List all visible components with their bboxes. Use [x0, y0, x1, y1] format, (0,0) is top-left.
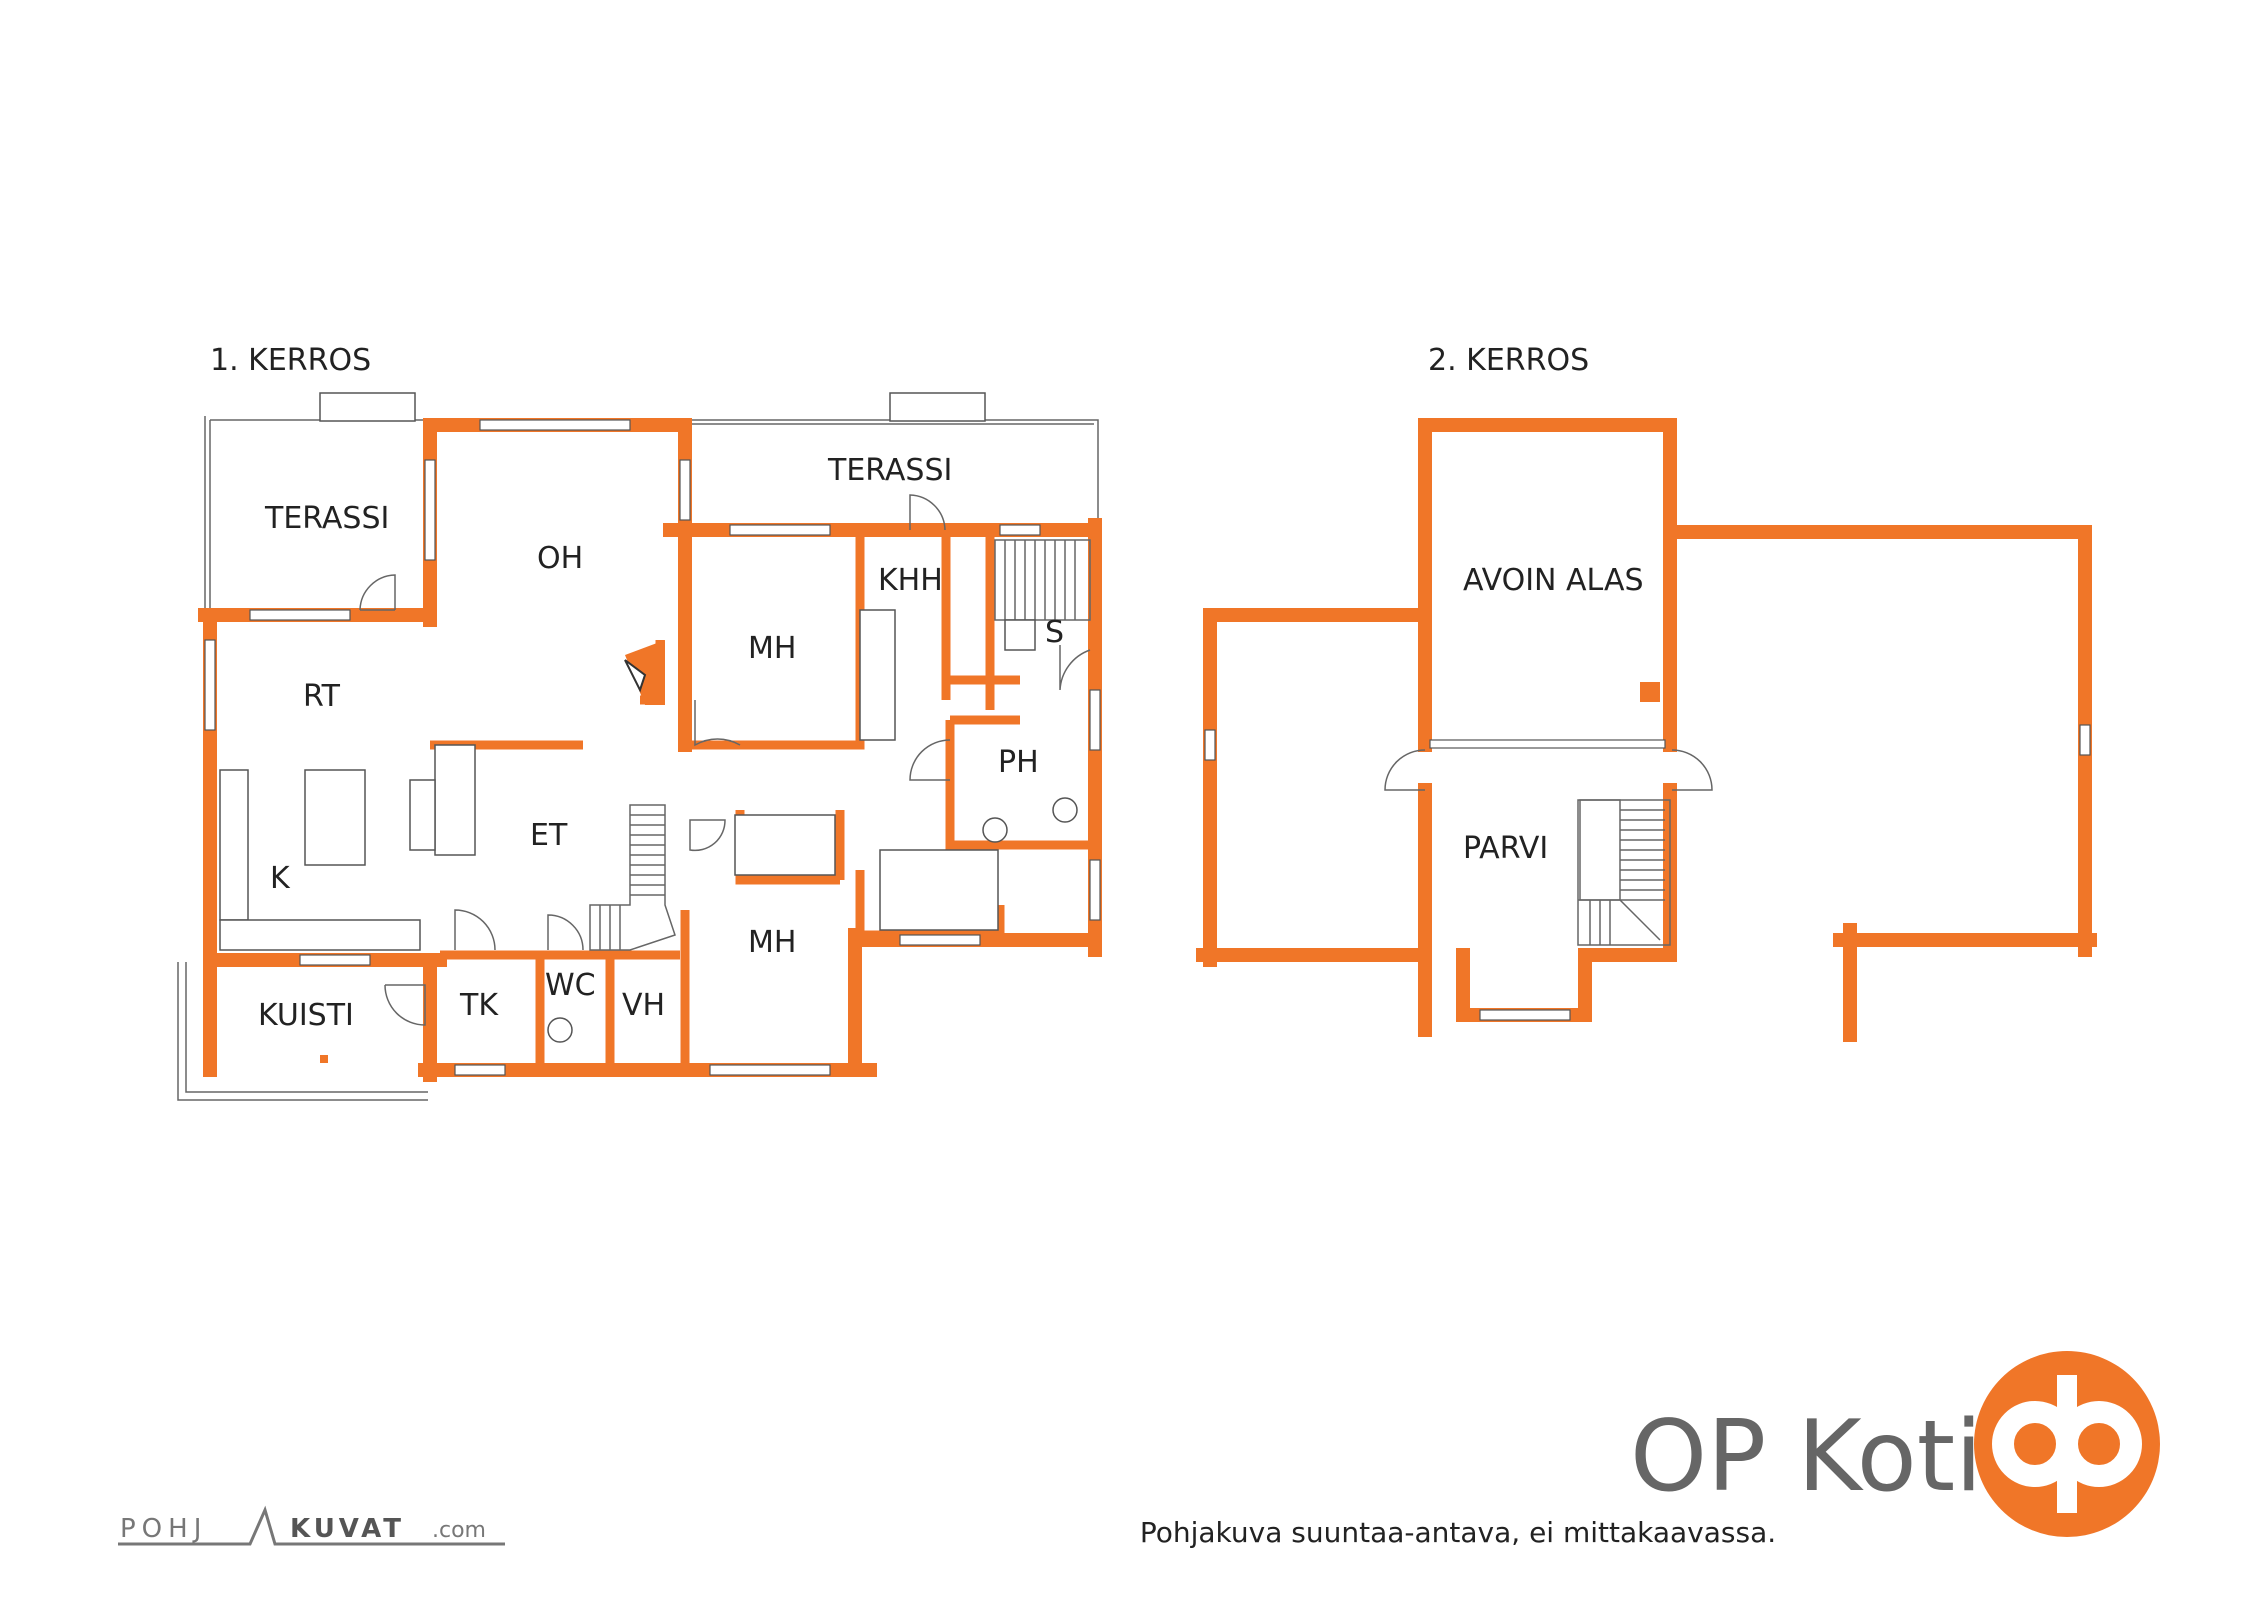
window [1089, 689, 1101, 751]
window [679, 459, 691, 521]
cabinet [409, 779, 436, 851]
window [454, 1064, 506, 1076]
room-label: TERASSI [827, 453, 952, 488]
fireplace [625, 640, 665, 705]
op-koti-logo: OP Koti [1630, 1351, 2160, 1537]
window [204, 639, 216, 731]
terrace-right-steps [889, 392, 986, 422]
window [729, 524, 831, 536]
terrace-right-outline [688, 419, 1099, 520]
door [359, 574, 396, 611]
stairs-floor-1 [589, 804, 676, 951]
cabinet [734, 814, 836, 876]
room-label: WC [545, 968, 596, 1003]
pohjakuvat-logo: POHJ KUVAT .com [118, 1505, 505, 1546]
window [1089, 859, 1101, 921]
toilet [1052, 797, 1078, 823]
railing [1429, 739, 1666, 749]
kitchen-island [304, 769, 366, 866]
room-label: PARVI [1463, 831, 1548, 866]
room-label: KUISTI [258, 998, 354, 1033]
room-label: S [1045, 615, 1064, 650]
cabinet [879, 849, 999, 931]
window [1479, 1009, 1571, 1021]
disclaimer-note: Pohjakuva suuntaa-antava, ei mittakaavas… [1140, 1516, 1776, 1549]
window [299, 954, 371, 966]
door [1671, 749, 1713, 791]
floor-1-title: 1. KERROS [210, 343, 371, 378]
wardrobe [859, 609, 896, 741]
room-label: TERASSI [264, 501, 389, 536]
room-label: ET [530, 818, 568, 853]
floor-2-title: 2. KERROS [1428, 343, 1589, 378]
kitchen-counter [219, 769, 249, 921]
window [899, 934, 981, 946]
window [1204, 729, 1216, 761]
window [2079, 724, 2091, 756]
room-label: OH [537, 541, 583, 576]
door [689, 819, 726, 852]
window [249, 609, 351, 621]
svg-text:POHJ: POHJ [120, 1514, 207, 1544]
floor-2-plan: 2. KERROS AVOIN ALAS PARVI [1196, 343, 2097, 1042]
svg-text:KUVAT: KUVAT [290, 1514, 405, 1544]
chimney [1640, 682, 1660, 702]
room-label: MH [748, 631, 796, 666]
cabinet [434, 744, 476, 856]
room-label: VH [622, 988, 665, 1023]
sauna-stove [1004, 619, 1036, 651]
door [547, 914, 584, 951]
door [909, 739, 951, 781]
window [709, 1064, 831, 1076]
stairs-khh [994, 539, 1091, 621]
room-label: KHH [878, 563, 943, 598]
sink [982, 817, 1008, 843]
brand-text: OP Koti [1630, 1400, 1982, 1514]
room-label: AVOIN ALAS [1463, 563, 1644, 598]
door [454, 909, 496, 951]
window [999, 524, 1041, 536]
svg-text:.com: .com [432, 1518, 486, 1543]
door [909, 494, 946, 531]
toilet [547, 1017, 573, 1043]
door [384, 984, 426, 1026]
room-label: K [270, 861, 291, 896]
stairs-floor-2 [1577, 799, 1671, 946]
room-label: PH [998, 745, 1039, 780]
room-label: RT [303, 679, 341, 714]
room-label: TK [459, 988, 499, 1023]
window [479, 419, 631, 431]
kitchen-counter [219, 919, 421, 951]
door [1384, 749, 1426, 791]
window [424, 459, 436, 561]
terrace-left-steps [319, 392, 416, 422]
room-label: MH [748, 925, 796, 960]
door [1059, 645, 1091, 691]
floor-1-plan: 1. KERROS [177, 343, 1102, 1101]
door [694, 700, 741, 747]
kuisti-outline [177, 962, 428, 1101]
